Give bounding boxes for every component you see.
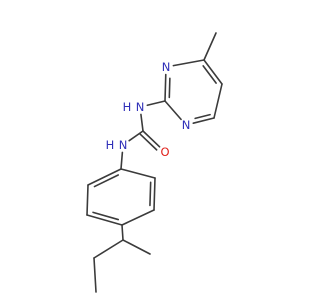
atom-label-nh_bot: N: [119, 138, 128, 152]
bond-ch-ch2: [93, 239, 124, 259]
bond-n3-c2-double: [168, 77, 171, 99]
bond-p2-p3: [86, 184, 89, 216]
bond-c2-n1: [164, 100, 182, 121]
atom-hydrogen-nh_top: H: [123, 100, 132, 114]
bond-c_urea-o: [142, 130, 161, 148]
atom-bg-n3: [159, 60, 173, 74]
atom-hydrogen-nh_bot: H: [106, 138, 115, 152]
bond-p6-p1: [120, 168, 156, 179]
bond-c2-nh_top: [146, 100, 166, 107]
atom-bg-nh_top: [133, 100, 147, 114]
bond-ch2-me_end: [93, 257, 97, 293]
bond-c5-c4-double: [202, 65, 217, 84]
atom-bg-n1: [179, 118, 193, 132]
atom-label-o: O: [160, 145, 169, 159]
atom-label-n3: N: [162, 60, 171, 74]
bond-p5-p6: [153, 177, 156, 211]
bond-c_urea-nh_bot: [128, 130, 144, 142]
bond-nh_bot-p1: [120, 151, 124, 170]
bond-p1-p2-double: [93, 174, 120, 188]
bond-c5-c4: [203, 59, 223, 85]
bond-nh_top-c_urea: [140, 113, 144, 132]
atom-label-nh_top: N: [136, 100, 145, 114]
bond-p5-p6-double: [149, 181, 152, 207]
bond-n1-c6-double: [194, 113, 211, 120]
bond-p3-p4-double: [92, 211, 120, 221]
atom-label-n1: N: [182, 118, 191, 132]
bond-n1-c6: [192, 117, 215, 124]
bond-p1-p2: [87, 168, 122, 186]
bond-c4-n3: [172, 59, 205, 67]
atom-bg-o: [158, 145, 172, 159]
bond-n3-c2: [164, 73, 167, 102]
bond-c_urea-o-double: [139, 133, 158, 151]
bond-p3-p4: [86, 214, 123, 226]
bond-ch-me_ch: [122, 239, 151, 255]
bond-me_pyr-c4: [203, 32, 217, 61]
bond-p4-p5: [121, 209, 155, 226]
bond-p4-ch: [121, 224, 124, 241]
atom-bg-nh_bot: [116, 138, 130, 152]
bond-c6-c5: [213, 83, 223, 119]
